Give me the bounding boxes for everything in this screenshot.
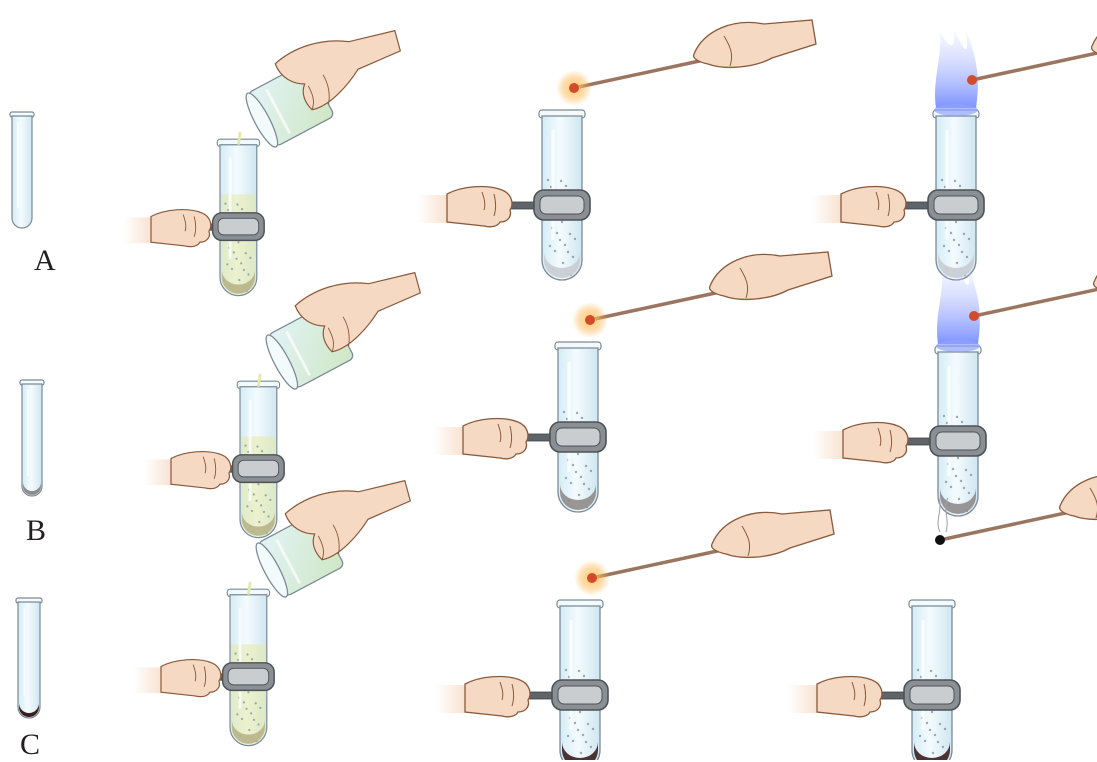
holding-hand-icon (417, 187, 512, 227)
row-label-c: C (20, 728, 40, 762)
holding-hand-icon (433, 419, 528, 459)
panel-a-step-2 (417, 20, 816, 280)
row-label-a: A (34, 244, 56, 278)
holding-hand-icon (813, 423, 908, 463)
panel-b-step-2 (433, 252, 832, 512)
splint-hand-icon (1060, 472, 1097, 519)
holding-hand-icon (143, 452, 230, 489)
panel-c-step-3 (787, 472, 1097, 760)
splint-hand-icon (710, 252, 832, 299)
holding-hand-icon (811, 187, 906, 227)
ember-icon (967, 75, 977, 85)
holding-hand-icon (133, 660, 220, 697)
splint-hand-icon (712, 510, 834, 557)
extinguished-splint-icon (935, 535, 945, 545)
splint-hand-icon (1092, 12, 1097, 59)
panel-a-step-3 (811, 12, 1097, 280)
holding-hand-icon (435, 677, 530, 717)
sample-tube-b (20, 380, 44, 496)
splint-icon (974, 288, 1097, 316)
row-label-b: B (26, 514, 46, 548)
splint-icon (574, 60, 704, 88)
panel-b-step-3 (813, 248, 1097, 516)
holding-hand-icon (787, 677, 882, 717)
ember-icon (969, 311, 979, 321)
sample-tube-c (16, 598, 42, 718)
splint-icon (592, 550, 722, 578)
splint-hand-icon (694, 20, 816, 67)
holding-hand-icon (123, 210, 210, 247)
splint-icon (590, 292, 720, 320)
sample-tube-a (10, 112, 34, 228)
flame-icon (934, 30, 978, 116)
splint-icon (972, 52, 1097, 80)
panel-a-step-1 (123, 31, 400, 296)
flame-icon (936, 266, 980, 352)
panel-c-step-2 (435, 510, 834, 760)
